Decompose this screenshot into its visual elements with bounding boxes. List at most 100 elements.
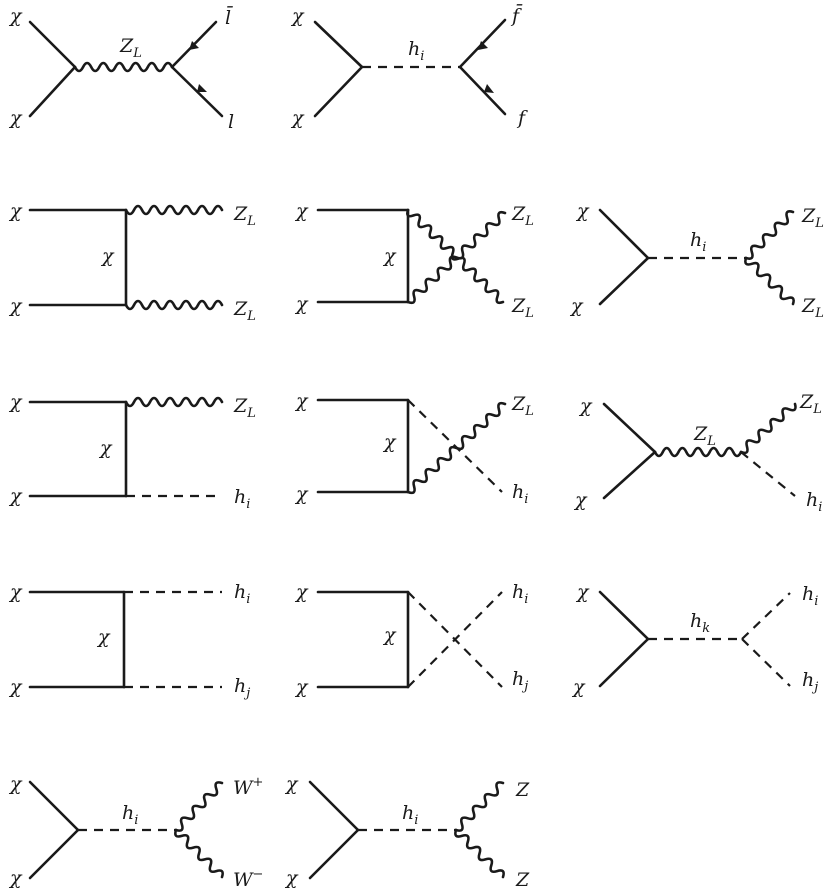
z-boson-outgoing [124, 396, 224, 408]
label-in1: χ [8, 5, 23, 27]
label-out2: l [228, 111, 234, 133]
label-out1: W+ [233, 775, 263, 799]
label-in1: χ [8, 773, 23, 795]
label-out2: ZL [233, 298, 256, 324]
label-prop: χ [382, 431, 397, 453]
label-out1: ZL [233, 203, 256, 229]
label-in1: χ [575, 581, 590, 603]
z-boson-outgoing-crossed [406, 208, 505, 305]
incoming-chi-line [598, 637, 650, 688]
label-out2: hi [806, 489, 822, 515]
label-in2: χ [294, 676, 309, 698]
label-in2: χ [8, 107, 23, 129]
label-in1: χ [294, 581, 309, 603]
diagram-chichi-to-hh-t: χ χ χ hi hj [8, 581, 250, 701]
higgs-outgoing-crossed [407, 591, 503, 688]
incoming-chi-line [28, 828, 80, 880]
incoming-chi-line [28, 65, 77, 118]
label-out2: hj [234, 675, 250, 701]
label-prop: χ [100, 245, 115, 267]
label-in1: χ [294, 390, 309, 412]
z-boson-outgoing [744, 256, 795, 306]
label-in2: χ [8, 867, 23, 889]
higgs-outgoing [741, 592, 791, 640]
label-out1: hi [234, 581, 250, 607]
label-out2: hi [512, 481, 528, 507]
incoming-chi-line [28, 20, 77, 69]
incoming-chi-line [28, 780, 80, 832]
label-mediator: hi [690, 229, 706, 255]
diagram-chichi-to-zlzl-s: χ χ hi ZL ZL [569, 200, 824, 321]
outgoing-l-line [170, 65, 224, 118]
diagram-chichi-to-hh-u: χ χ χ hi hj [294, 581, 528, 698]
diagram-chichi-to-ww: χ χ hi W+ W− [8, 773, 263, 891]
diagram-chichi-to-zlh-s: χ χ ZL ZL hi [573, 391, 822, 515]
z-boson-outgoing [454, 828, 505, 879]
higgs-outgoing [740, 451, 796, 497]
z-boson-propagator [73, 61, 174, 73]
label-out2: hj [802, 669, 818, 695]
label-out2: ZL [801, 295, 824, 321]
label-out1: ZL [511, 203, 534, 229]
label-out1: ZL [511, 393, 534, 419]
label-out2: hj [512, 668, 528, 694]
label-in1: χ [8, 581, 23, 603]
label-in2: χ [290, 107, 305, 129]
diagram-chichi-to-ffbar: χ χ hi f̄ f [290, 3, 528, 129]
w-boson-outgoing [174, 828, 224, 879]
label-prop: χ [98, 437, 113, 459]
fermion-arrow [197, 84, 207, 92]
label-out1: hi [512, 581, 528, 607]
incoming-chi-line [313, 65, 364, 118]
label-in2: χ [294, 293, 309, 315]
label-in2: χ [571, 676, 586, 698]
label-out2: ZL [511, 295, 534, 321]
label-out2: f [516, 107, 528, 129]
label-in1: χ [290, 5, 305, 27]
label-in1: χ [578, 395, 593, 417]
label-prop: χ [382, 624, 397, 646]
fermion-arrow [484, 84, 494, 93]
label-out1: Z [515, 779, 530, 801]
label-in2: χ [573, 489, 588, 511]
label-out1: ZL [799, 391, 822, 417]
z-boson-outgoing [739, 402, 797, 455]
label-in1: χ [8, 200, 23, 222]
z-boson-outgoing [124, 204, 224, 216]
diagram-chichi-to-zz: χ χ hi Z Z [284, 773, 530, 891]
label-prop: χ [96, 626, 111, 648]
label-in2: χ [294, 483, 309, 505]
incoming-chi-line [598, 590, 650, 641]
label-mediator: hk [690, 610, 710, 636]
label-out1: f̄ [510, 3, 523, 27]
z-boson-outgoing-crossed [406, 401, 507, 495]
diagram-chichi-to-zlzl-t: χ χ χ ZL ZL [8, 200, 256, 324]
outgoing-f-line [458, 65, 507, 116]
label-in1: χ [294, 200, 309, 222]
label-out1: hi [802, 583, 818, 609]
label-mediator: hi [408, 38, 424, 64]
label-in1: χ [284, 773, 299, 795]
label-in2: χ [569, 295, 584, 317]
label-mediator: hi [402, 802, 418, 828]
label-out2: hi [234, 486, 250, 512]
label-prop: χ [382, 245, 397, 267]
incoming-chi-line [313, 20, 364, 69]
z-boson-outgoing [744, 210, 795, 260]
label-mediator: ZL [119, 35, 142, 61]
higgs-outgoing [741, 638, 791, 687]
label-in1: χ [575, 200, 590, 222]
z-boson-outgoing-crossed [406, 210, 507, 305]
z-boson-outgoing [124, 299, 224, 311]
incoming-chi-line [598, 208, 650, 260]
label-mediator: ZL [693, 423, 716, 449]
w-boson-outgoing [174, 781, 224, 832]
diagram-chichi-to-hh-s: χ χ hk hi hj [571, 581, 818, 698]
label-in1: χ [8, 391, 23, 413]
z-boson-outgoing [454, 781, 505, 832]
label-in2: χ [8, 295, 23, 317]
label-out2: Z [515, 869, 530, 891]
label-out1: ZL [233, 395, 256, 421]
label-out2: W− [233, 867, 263, 891]
